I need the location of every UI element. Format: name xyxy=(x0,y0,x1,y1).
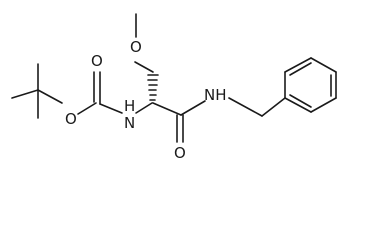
bond-carbonyl-n xyxy=(99,103,123,114)
bond-n-alpha xyxy=(135,102,153,114)
bond-alpha-amide-c xyxy=(152,102,182,116)
bond-o-carbonyl xyxy=(77,102,97,115)
benzene-ring xyxy=(284,57,337,113)
stereo-hash-wedge xyxy=(147,74,159,101)
atom-o-ester: O xyxy=(65,110,77,128)
atom-n-carbamate: N xyxy=(124,114,135,132)
atom-h-carbamate: H xyxy=(124,97,135,115)
bond-tbu-c-me-left xyxy=(11,89,39,99)
bond-amide-nh xyxy=(180,100,206,116)
bond-tbu-c-o xyxy=(37,89,63,104)
atom-o-methoxy: O xyxy=(130,38,142,56)
atom-o-carbonyl-boc: O xyxy=(91,52,103,70)
bond-nh-ch2 xyxy=(228,97,263,117)
bond-ch2-ring xyxy=(261,97,286,117)
atom-o-amide: O xyxy=(174,144,186,162)
bond-ch2-o xyxy=(134,61,154,73)
atom-nh-amide: NH xyxy=(204,86,227,104)
structure-canvas: O O H N O O NH xyxy=(11,13,337,162)
chemical-structure: O O H N O O NH xyxy=(11,13,337,162)
